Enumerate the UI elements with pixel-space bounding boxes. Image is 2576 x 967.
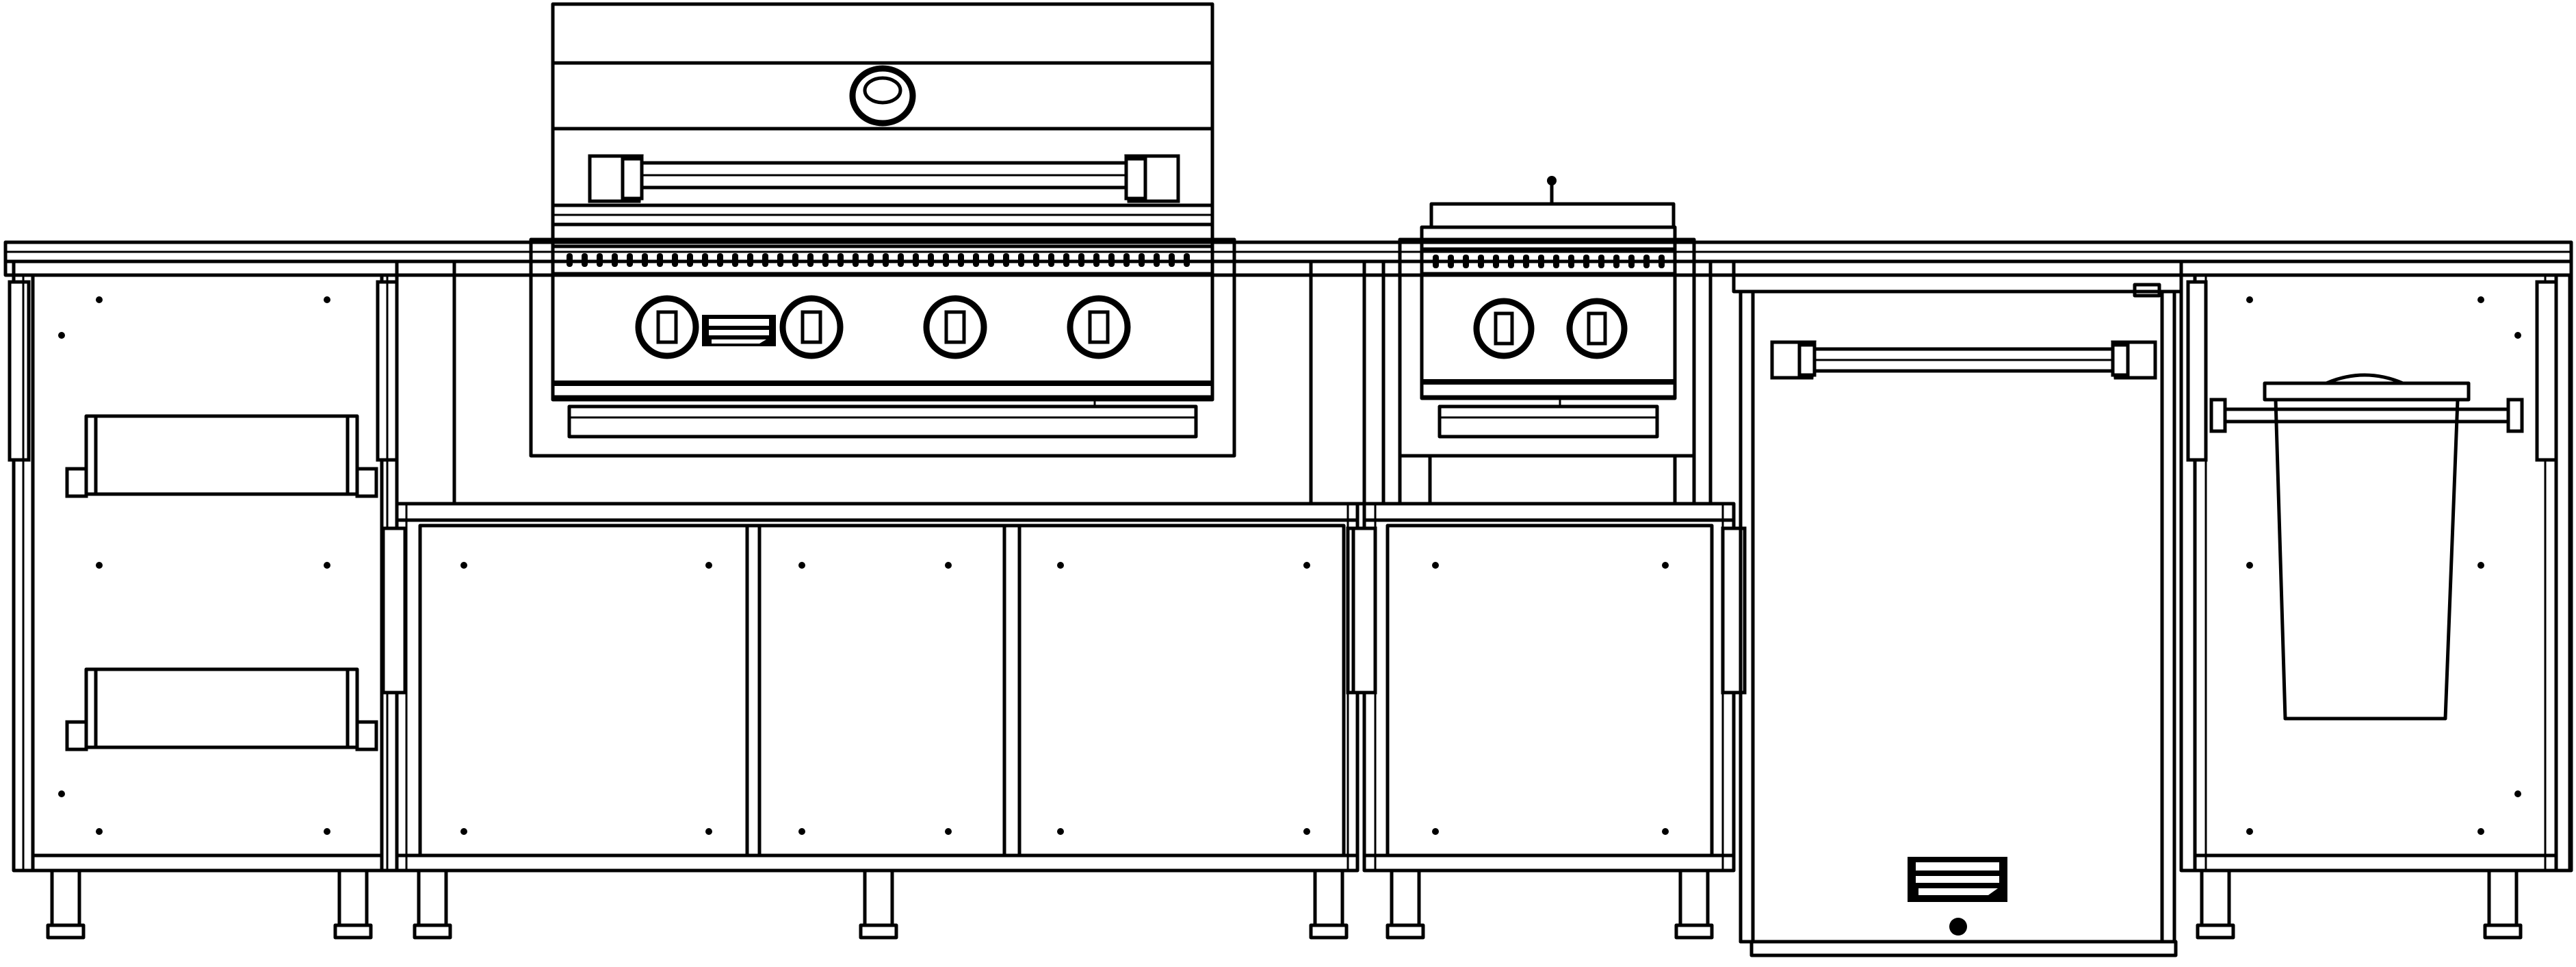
refrigerator-lock-icon[interactable] [1949, 918, 1967, 936]
cabinet-door-right[interactable] [1017, 524, 1346, 858]
double-side-burner [1381, 176, 1713, 506]
vent-slot [1538, 255, 1544, 268]
thermometer-gauge-icon [849, 65, 916, 127]
cabinet-side-handle[interactable] [381, 526, 407, 695]
vent-slot [1643, 255, 1650, 268]
lower-drawer[interactable] [65, 667, 378, 751]
trash-pullout-cabinet [2179, 259, 2573, 940]
burner-knob-1[interactable] [635, 295, 699, 359]
trash-cabinet-side-handle[interactable] [2186, 280, 2208, 462]
grill-brand-badge [702, 315, 776, 346]
vent-slot [1553, 255, 1559, 268]
vent-slot [1523, 255, 1529, 268]
vent-slot [1598, 255, 1604, 268]
grill-drip-tray[interactable] [567, 404, 1198, 439]
vent-slot [1448, 255, 1454, 268]
countertop [3, 240, 2573, 277]
vent-slot [1613, 255, 1619, 268]
cabinet-door-middle[interactable] [757, 524, 1006, 858]
upper-drawer[interactable] [65, 414, 378, 498]
refrigerator-handle[interactable] [1770, 340, 2157, 380]
refrigerator-door[interactable] [1739, 289, 2176, 944]
built-in-gas-grill [529, 2, 1236, 458]
vent-slot [1493, 255, 1499, 268]
vent-slot [1568, 255, 1574, 268]
side-burner-lid[interactable] [1429, 202, 1676, 229]
side-burner-vent-slots [1433, 255, 1665, 268]
cabinet-door-single[interactable] [1385, 524, 1714, 858]
cabinet-door-left[interactable] [418, 524, 749, 858]
burner-knob-4[interactable] [1067, 295, 1131, 359]
trash-cabinet-side-handle[interactable] [2535, 280, 2558, 462]
left-cabinet-side-handle[interactable] [8, 280, 31, 462]
refrigerator-brand-badge [1908, 857, 2007, 902]
outdoor-refrigerator [1732, 259, 2183, 957]
vent-slot [1478, 255, 1484, 268]
triple-door-base-cabinet [381, 502, 1372, 940]
trash-pullout-rail[interactable] [2220, 407, 2513, 424]
burner-knob-3[interactable] [923, 295, 987, 359]
grill-lid-handle[interactable] [588, 154, 1180, 203]
vent-slot [1433, 255, 1439, 268]
vent-slot [1463, 255, 1469, 268]
vent-slot [1508, 255, 1514, 268]
side-burner-knob-1[interactable] [1473, 298, 1535, 359]
double-drawer-cabinet [8, 259, 399, 940]
single-door-base-cabinet [1351, 502, 1747, 940]
side-burner-knob-2[interactable] [1566, 298, 1628, 359]
cabinet-side-handle[interactable] [1351, 526, 1377, 695]
vent-slot [1658, 255, 1665, 268]
trash-bin[interactable] [2263, 373, 2471, 721]
vent-slot [1583, 255, 1589, 268]
burner-knob-2[interactable] [779, 295, 844, 359]
vent-slot [1628, 255, 1635, 268]
